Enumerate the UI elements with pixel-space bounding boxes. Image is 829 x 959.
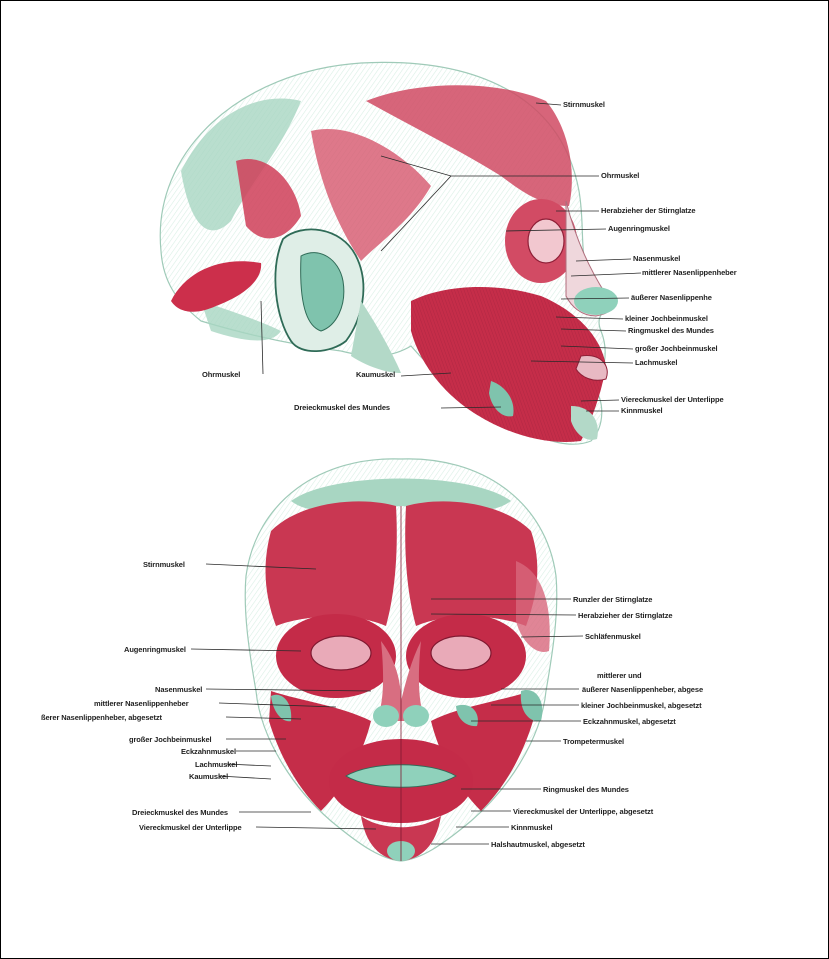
front-head [245, 459, 557, 861]
profile-nose-cartilage [574, 287, 618, 315]
front-nose-cartilage-left [373, 705, 399, 727]
label-front-grosser-jochbeinmuskel: großer Jochbeinmuskel [129, 735, 212, 744]
front-eye-right [431, 636, 491, 670]
label-profile-nasenmuskel: Nasenmuskel [633, 254, 680, 263]
label-front-lachmuskel: Lachmuskel [195, 760, 237, 769]
label-front-kinnmuskel: Kinnmuskel [511, 823, 553, 832]
label-profile-grosser-jochbeinmuskel: großer Jochbeinmuskel [635, 344, 718, 353]
label-profile-mittlerer-nasenlippenheber: mittlerer Nasenlippenheber [642, 268, 737, 277]
label-profile-stirnmuskel: Stirnmuskel [563, 100, 605, 109]
label-profile-dreieckmuskel-mundes: Dreieckmuskel des Mundes [294, 403, 390, 412]
label-front-ringmuskel-mundes: Ringmuskel des Mundes [543, 785, 629, 794]
label-front-schlaefenmuskel: Schläfenmuskel [585, 632, 641, 641]
label-profile-ohrmuskel-left: Ohrmuskel [202, 370, 240, 379]
label-front-herabzieher-stirnglatze: Herabzieher der Stirnglatze [578, 611, 672, 620]
label-profile-augenringmuskel: Augenringmuskel [608, 224, 670, 233]
label-profile-kleiner-jochbeinmuskel: kleiner Jochbeinmuskel [625, 314, 708, 323]
front-eye-left [311, 636, 371, 670]
label-profile-ringmuskel-mundes: Ringmuskel des Mundes [628, 326, 714, 335]
label-front-stirnmuskel: Stirnmuskel [143, 560, 185, 569]
profile-eye [528, 219, 564, 263]
label-profile-viereckmuskel-unterlippe: Viereckmuskel der Unterlippe [621, 395, 724, 404]
label-profile-herabzieher: Herabzieher der Stirnglatze [601, 206, 695, 215]
label-front-nasenmuskel: Nasenmuskel [155, 685, 202, 694]
label-front-augenringmuskel: Augenringmuskel [124, 645, 186, 654]
label-front-kleiner-jochbeinmuskel-abgesetzt: kleiner Jochbeinmuskel, abgesetzt [581, 701, 702, 710]
label-front-kaumuskel: Kaumuskel [189, 772, 228, 781]
label-front-eckzahnmuskel-abgesetzt: Eckzahnmuskel, abgesetzt [583, 717, 676, 726]
label-front-halshautmuskel-abgesetzt: Halshautmuskel, abgesetzt [491, 840, 585, 849]
label-front-mittlerer-nasenlippenheber: mittlerer Nasenlippenheber [94, 699, 189, 708]
label-profile-kinnmuskel: Kinnmuskel [621, 406, 663, 415]
label-profile-ohrmuskel-top: Ohrmuskel [601, 171, 639, 180]
label-profile-lachmuskel: Lachmuskel [635, 358, 677, 367]
label-front-mittlerer-und: mittlerer und [597, 671, 642, 680]
label-profile-kaumuskel: Kaumuskel [356, 370, 395, 379]
label-front-eckzahnmuskel: Eckzahnmuskel [181, 747, 236, 756]
label-front-viereckmuskel-unterlippe: Viereckmuskel der Unterlippe [139, 823, 242, 832]
label-front-viereckmuskel-unterlippe-abgesetzt: Viereckmuskel der Unterlippe, abgesetzt [513, 807, 653, 816]
profile-head [160, 62, 618, 444]
label-profile-aeusserer-nasenlippenheber: äußerer Nasenlippenhe [631, 293, 712, 302]
label-front-runzler-stirnglatze: Runzler der Stirnglatze [573, 595, 652, 604]
label-front-aeusserer-nasenlippenheber-abgesetzt: ßerer Nasenlippenheber, abgesetzt [41, 713, 162, 722]
label-front-aeusserer-nasenlippenheber-abgese: äußerer Nasenlippenheber, abgese [582, 685, 703, 694]
label-front-trompetermuskel: Trompetermuskel [563, 737, 624, 746]
front-nose-cartilage-right [403, 705, 429, 727]
label-front-dreieckmuskel-mundes: Dreieckmuskel des Mundes [132, 808, 228, 817]
front-frontalis-left [266, 501, 397, 626]
